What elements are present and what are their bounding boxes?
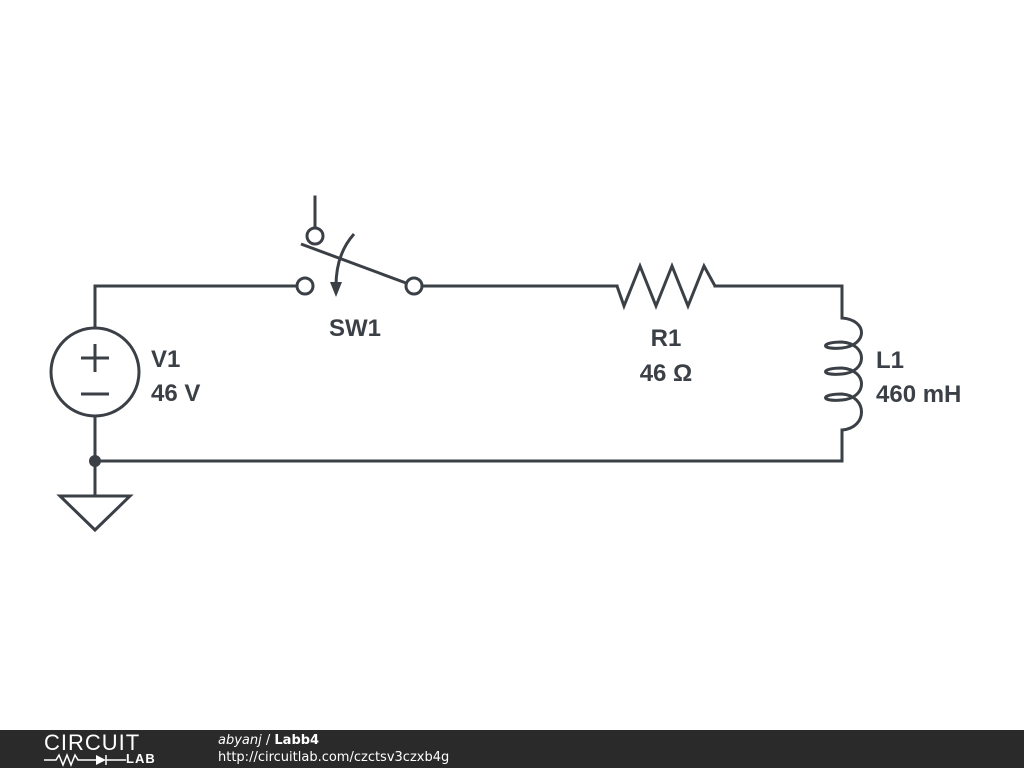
footer-text: abyanj / Labb4 http://circuitlab.com/czc… (218, 732, 449, 766)
inductor-l1 (824, 316, 863, 432)
wires (93, 195, 844, 498)
switch-sw1 (295, 226, 424, 297)
wire-resistor-to-inductor (713, 284, 844, 320)
wire-inductor-bottom (93, 428, 844, 463)
switch-arrow-head (330, 282, 342, 297)
v1-name-label: V1 (151, 346, 180, 373)
footer-bar: CIRCUIT LAB abyanj / Labb4 http://circui… (0, 730, 1024, 768)
circuit-schematic: V1 46 V SW1 R1 46 Ω L1 460 mH (49, 195, 961, 533)
path-separator: / (261, 733, 275, 748)
footer-title-line: abyanj / Labb4 (218, 732, 449, 749)
junction-dot (89, 455, 101, 467)
v1-value-label: 46 V (151, 380, 200, 407)
l1-value-label: 460 mH (876, 381, 961, 408)
r1-value-label: 46 Ω (640, 360, 693, 387)
user-link[interactable]: abyanj (218, 733, 262, 748)
voltage-source-v1 (49, 326, 141, 418)
wire-top-left (93, 284, 298, 330)
circuitlab-logo[interactable]: CIRCUIT LAB (44, 730, 174, 767)
resistor-r1 (615, 261, 717, 311)
logo-text-lab: LAB (126, 751, 156, 766)
sw1-name-label: SW1 (329, 315, 381, 342)
l1-name-label: L1 (876, 347, 904, 374)
project-link[interactable]: Labb4 (274, 733, 320, 748)
logo-resistor-diode-icon (44, 753, 126, 767)
r1-name-label: R1 (651, 325, 682, 352)
logo-text-circuit: CIRCUIT (44, 730, 141, 755)
project-url[interactable]: http://circuitlab.com/czctsv3czxb4g (218, 750, 450, 765)
ground-symbol (56, 494, 134, 533)
